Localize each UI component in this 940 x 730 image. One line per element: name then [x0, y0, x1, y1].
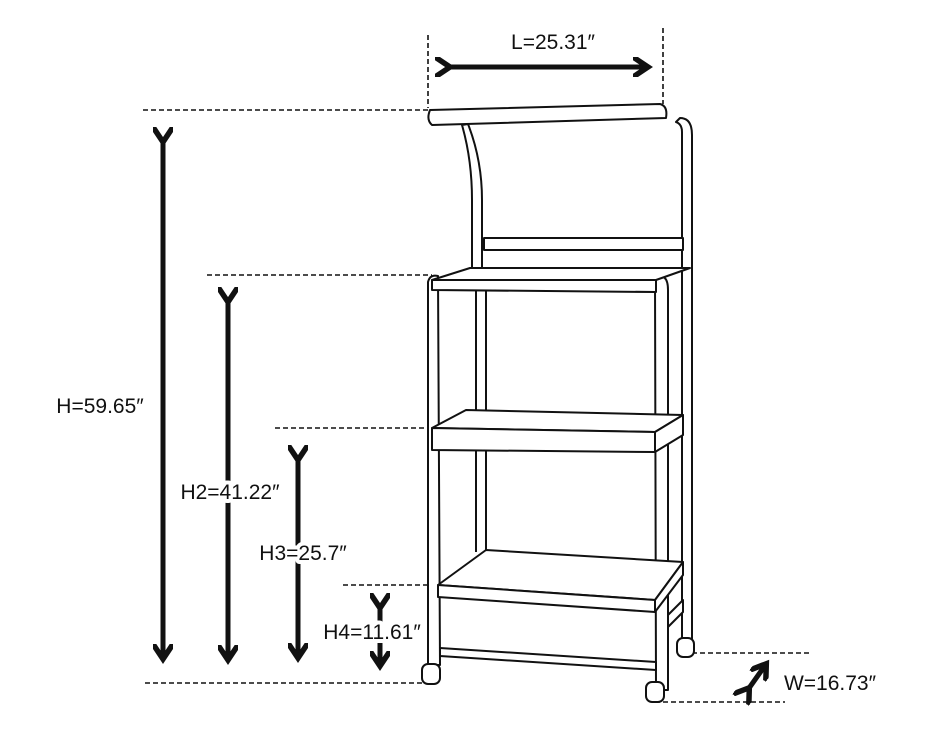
wheel — [645, 681, 665, 703]
cart-illustration — [421, 103, 695, 703]
length-label: L=25.31″ — [511, 31, 595, 54]
guide-lines — [143, 28, 812, 703]
wheel — [421, 663, 441, 685]
width-label: W=16.73″ — [784, 672, 877, 695]
wheel — [676, 637, 695, 658]
width-arrow — [747, 667, 764, 691]
height-label: H=59.65″ — [56, 395, 144, 418]
height3-label: H3=25.7″ — [259, 542, 347, 565]
dimension-arrows — [163, 67, 764, 691]
height2-label: H2=41.22″ — [180, 481, 280, 504]
height4-label: H4=11.61″ — [323, 621, 421, 644]
